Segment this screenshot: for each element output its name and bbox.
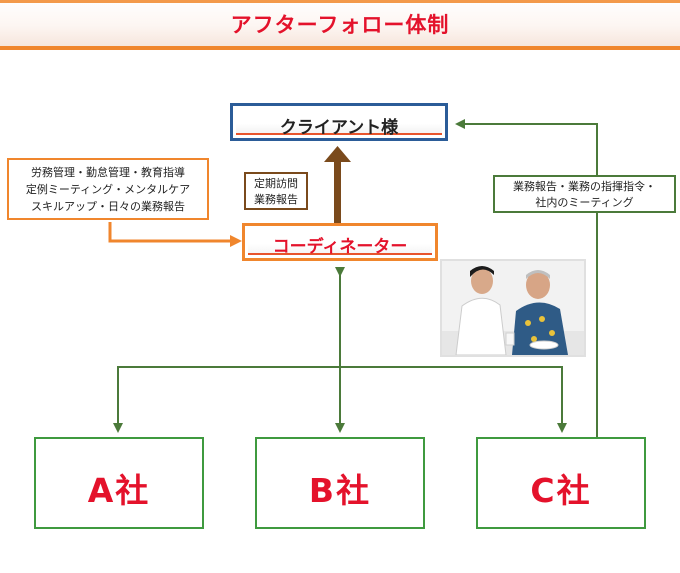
company-b-label: B社 (308, 471, 372, 510)
duties-line-2: 定例ミーティング・メンタルケア (25, 183, 191, 196)
report-line-1: 業務報告・業務の指揮指令・ (513, 180, 656, 193)
client-label: クライアント様 (279, 118, 399, 138)
arrow-to-a (113, 366, 340, 433)
duties-note: 労務管理・勤怠管理・教育指導 定例ミーティング・メンタルケア スキルアップ・日々… (7, 158, 209, 220)
consultation-photo (440, 259, 586, 357)
page-title: アフターフォロー体制 (230, 13, 450, 37)
arrow-coordinator-to-client-head (324, 146, 351, 162)
arrow-coordinator-to-client-shaft (334, 160, 341, 223)
company-c-label: C社 (530, 471, 592, 510)
coordinator-box: コーディネーター (242, 223, 438, 261)
title-bar: アフターフォロー体制 (0, 0, 680, 50)
coordinator-label: コーディネーター (272, 237, 408, 257)
duties-line-3: スキルアップ・日々の業務報告 (31, 200, 185, 213)
client-box: クライアント様 (230, 103, 448, 141)
arrow-notes-to-coordinator (108, 222, 242, 247)
company-a-box: A社 (34, 437, 204, 529)
title-top-line (0, 0, 680, 3)
company-a-label: A社 (87, 471, 151, 510)
report-note: 業務報告・業務の指揮指令・ 社内のミーティング (493, 175, 676, 213)
company-c-box: C社 (476, 437, 646, 529)
arrow-c-to-client (455, 119, 598, 437)
visit-line-2: 業務報告 (254, 193, 298, 206)
duties-line-1: 労務管理・勤怠管理・教育指導 (31, 166, 185, 179)
report-line-2: 社内のミーティング (535, 196, 634, 209)
arrow-to-c (340, 366, 567, 433)
visit-note: 定期訪問 業務報告 (244, 172, 308, 210)
visit-line-1: 定期訪問 (254, 177, 298, 190)
company-b-box: B社 (255, 437, 425, 529)
